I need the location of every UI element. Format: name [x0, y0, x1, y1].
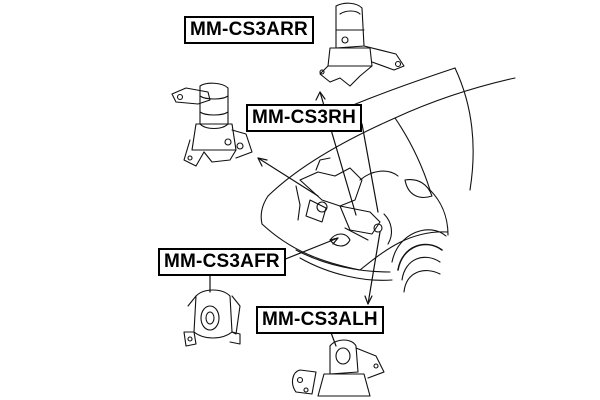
- arrowhead-lower: [257, 157, 268, 167]
- arrow-alh: [367, 231, 381, 305]
- arrowhead-arr: [315, 91, 326, 101]
- part-label-alh: MM-CS3ALH: [256, 306, 384, 334]
- arrow-rh: [361, 123, 379, 213]
- mount-alh-drawing: [291, 339, 385, 397]
- mount-afr-drawing: [183, 289, 241, 347]
- arrow-lower: [257, 157, 319, 197]
- part-label-rh: MM-CS3RH: [246, 104, 362, 132]
- part-label-afr: MM-CS3AFR: [158, 248, 286, 276]
- arrowhead-alh: [364, 295, 373, 305]
- car-body-outline: [260, 67, 516, 293]
- mount-rh-drawing: [171, 82, 253, 167]
- mount-arr-drawing: [319, 2, 405, 87]
- part-label-arr: MM-CS3ARR: [184, 16, 314, 44]
- arrowhead-afr: [329, 237, 339, 245]
